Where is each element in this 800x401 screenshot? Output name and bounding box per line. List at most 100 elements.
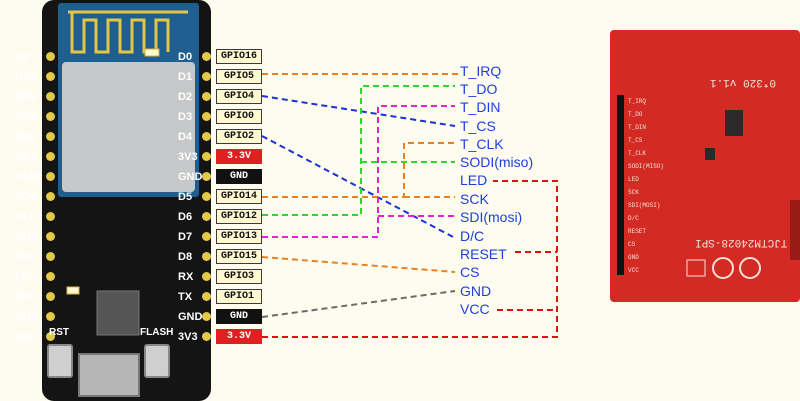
pin [202,112,211,121]
pin [202,172,211,181]
pin [202,92,211,101]
left-pin-label: CMD [15,171,41,183]
right-pin-label: D6 [178,211,193,223]
pin [46,312,55,321]
module-pin-label: T_DO [628,111,643,118]
left-pin-label: RST [15,291,37,303]
rf-shield [62,62,195,192]
right-pin-label: RX [178,271,194,283]
pin [46,232,55,241]
antenna-trace [68,10,188,54]
module-pin-label: CS [628,241,636,248]
right-pin-label: D1 [178,71,193,83]
gpio-box: GPIO5 [216,69,262,84]
pin [202,152,211,161]
pin [202,332,211,341]
left-pin-label: SD3 [15,111,37,123]
left-pin-label: SD2 [15,131,37,143]
pin [46,332,55,341]
gpio-box: GPIO13 [216,229,262,244]
gpio-box: GPIO2 [216,129,262,144]
wire-gpio15-cs [261,256,456,273]
signal-label: T_CLK [460,136,504,152]
gpio-box: GPIO4 [216,89,262,104]
pin [46,192,55,201]
pin [202,132,211,141]
wire-gpio13-mosi [262,105,455,238]
gpio-box: GPIO12 [216,209,262,224]
signal-label: T_CS [460,118,496,134]
left-pin-label: SD1 [15,151,37,163]
rst-button [47,344,73,378]
wire-gpio14-sck [262,142,455,198]
tft-display-module: 0*320 v1.1 TJCTM24028-SPI T_IRQ T_DO T_D… [610,30,800,302]
pin [46,292,55,301]
pin [46,112,55,121]
left-pin-label: A0 [15,51,30,63]
pin [46,172,55,181]
pin [202,212,211,221]
pin [202,52,211,61]
pin [46,252,55,261]
gpio-box: GPIO3 [216,269,262,284]
module-pin-label: T_CLK [628,150,647,157]
signal-label: T_DO [460,81,498,97]
left-pin-label: CLK [15,211,38,223]
signal-label: RESET [460,246,507,262]
module-pin-label: LED [628,176,639,183]
gpio-box: GPIO16 [216,49,262,64]
signal-label: GND [460,283,492,299]
signal-label: SCK [460,191,489,207]
module-pin-label: GND [628,254,639,261]
pin [46,272,55,281]
flash-button [144,344,170,378]
module-pin-label: RESET [628,228,647,235]
pin [202,252,211,261]
gpio-box: GPIO1 [216,289,262,304]
gpio-box: GPIO14 [216,189,262,204]
pin [202,192,211,201]
left-pin-label: RSV [15,71,38,83]
flash-button-label: FLASH [140,327,174,338]
pin [46,132,55,141]
left-pin-label: EN [15,271,31,283]
right-pin-label: D3 [178,111,193,123]
module-pin-label: T_CS [628,137,643,144]
module-pin-label: VCC [628,267,639,274]
left-pin-label: GND [15,231,40,243]
gpio-box: GPIO0 [216,109,262,124]
pin [46,92,55,101]
power-box-3v3: 3.3V [216,329,262,344]
wire-gpio2-dc [261,135,456,239]
right-pin-label: GND [178,171,203,183]
pin [46,152,55,161]
signal-label: CS [460,264,480,280]
module-pin-label: SCK [628,189,639,196]
pin [202,272,211,281]
right-pin-label: D8 [178,251,193,263]
left-pin-label: GND [15,311,40,323]
right-pin-label: TX [178,291,193,303]
pin [46,72,55,81]
signal-label: T_DIN [460,99,501,115]
module-pin-label: SODI(MISO) [628,163,665,170]
pin [202,232,211,241]
pin [46,212,55,221]
module-pin-label: T_IRQ [628,98,647,105]
right-pin-label: D2 [178,91,193,103]
usb-port [78,353,140,397]
signal-label: LED [460,172,488,188]
wire-gpio4-tcs [261,95,456,127]
module-model-bottom: TJCTM24028-SPI [695,236,788,248]
right-pin-label: D5 [178,191,193,203]
chip-ic [96,290,140,336]
signal-label: SODI(miso) [460,154,534,170]
right-pin-label: 3V3 [178,331,198,343]
pin [202,292,211,301]
led-indicator [144,48,160,57]
right-pin-label: D4 [178,131,193,143]
module-pin-label: T_DIN [628,124,647,131]
module-pin-label: SDI(MOSI) [628,202,661,209]
power-box-3v3: 3.3V [216,149,262,164]
left-pin-label: SD0 [15,191,37,203]
